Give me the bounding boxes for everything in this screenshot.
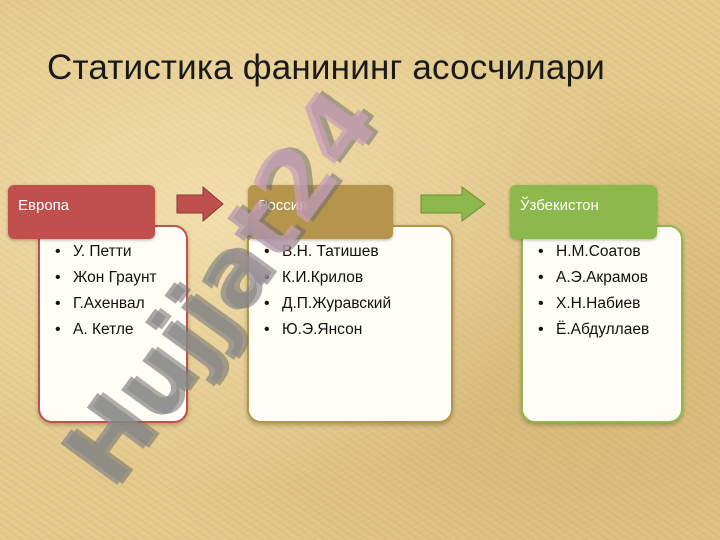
europe-header-label: Европа (18, 197, 70, 214)
russia-list-box: В.Н. Татишев К.И.Крилов Д.П.Журавский Ю.… (247, 225, 453, 423)
list-item: Ё.Абдуллаев (537, 317, 681, 343)
europe-list-box: У. Петти Жон Граунт Г.Ахенвал А. Кетле (38, 225, 188, 423)
list-item: Жон Граунт (54, 265, 186, 291)
uzbekistan-list: Н.М.Соатов А.Э.Акрамов Х.Н.Набиев Ё.Абду… (523, 227, 681, 343)
list-item: Н.М.Соатов (537, 239, 681, 265)
europe-header: Европа (8, 185, 155, 239)
list-item: У. Петти (54, 239, 186, 265)
uzbekistan-list-box: Н.М.Соатов А.Э.Акрамов Х.Н.Набиев Ё.Абду… (521, 225, 683, 423)
list-item: Д.П.Журавский (263, 291, 451, 317)
arrow-right-icon (420, 186, 486, 222)
list-item: Ю.Э.Янсон (263, 317, 451, 343)
list-item: В.Н. Татишев (263, 239, 451, 265)
slide-title: Статистика фанининг асосчилари (47, 48, 606, 87)
uzbekistan-header-label: Ўзбекистон (520, 197, 599, 214)
list-item: А. Кетле (54, 317, 186, 343)
list-item: К.И.Крилов (263, 265, 451, 291)
list-item: Г.Ахенвал (54, 291, 186, 317)
list-item: А.Э.Акрамов (537, 265, 681, 291)
arrow-right-icon (176, 186, 224, 222)
russia-list: В.Н. Татишев К.И.Крилов Д.П.Журавский Ю.… (249, 227, 451, 343)
russia-header-label: Россия (258, 197, 308, 214)
russia-header: Россия (248, 185, 393, 239)
list-item: Х.Н.Набиев (537, 291, 681, 317)
europe-list: У. Петти Жон Граунт Г.Ахенвал А. Кетле (40, 227, 186, 343)
uzbekistan-header: Ўзбекистон (510, 185, 657, 239)
